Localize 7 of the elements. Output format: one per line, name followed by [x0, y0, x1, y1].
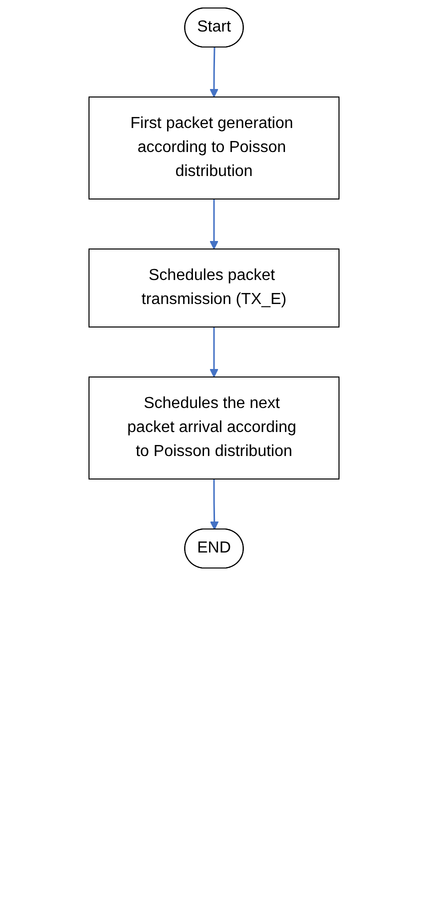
arrow	[210, 327, 218, 378]
arrow	[210, 199, 218, 250]
node-box: First packet generation according to Poisson distribution	[88, 96, 340, 200]
node-box: Schedules the next packet arrival according to Poisson distribution	[88, 376, 340, 480]
arrow	[210, 47, 218, 98]
node-box: Schedules packet transmission (TX_E)	[88, 248, 340, 328]
arrow	[210, 479, 219, 530]
